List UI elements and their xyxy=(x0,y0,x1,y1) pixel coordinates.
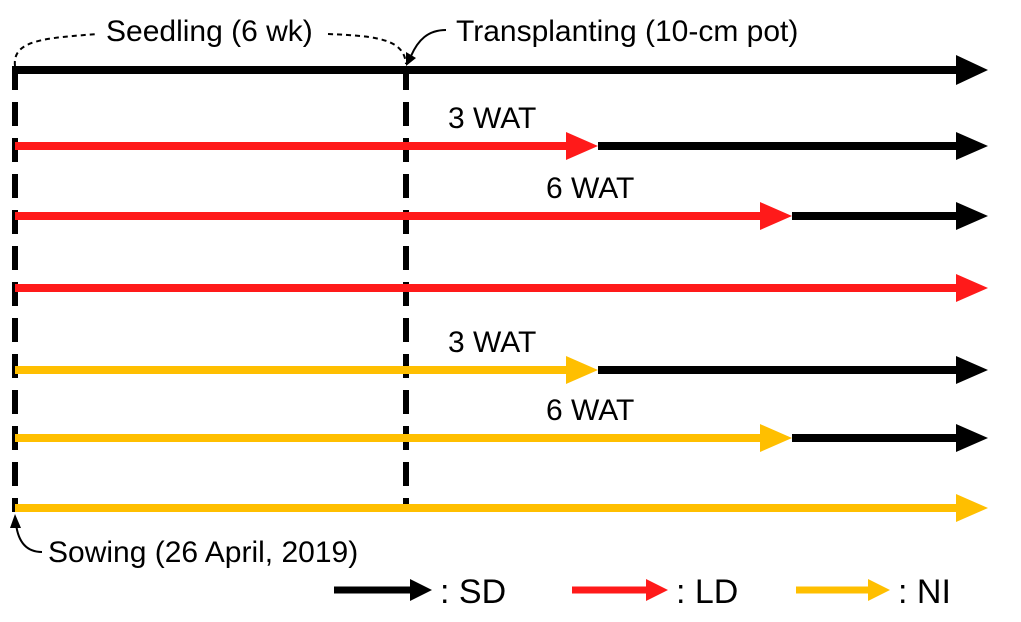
row-5-label: 3 WAT xyxy=(448,326,536,359)
legend-item-ni: : NI xyxy=(796,573,951,611)
legend-item-sd: : SD xyxy=(334,573,506,611)
seedling-label: Seedling (6 wk) xyxy=(106,15,313,48)
row-6: 6 WAT xyxy=(15,394,988,452)
legend-item-ld: : LD xyxy=(572,573,738,611)
legend-label-sd: : SD xyxy=(440,573,506,611)
seedling-brace-right xyxy=(327,33,407,65)
sowing-label: Sowing (26 April, 2019) xyxy=(48,536,358,569)
sowing-pointer-head xyxy=(10,514,21,528)
row-2: 3 WAT xyxy=(15,102,988,160)
legend-label-ld: : LD xyxy=(676,573,738,611)
transplanting-pointer-head xyxy=(406,52,416,66)
transplanting-label: Transplanting (10-cm pot) xyxy=(456,15,798,48)
row-4 xyxy=(15,274,988,302)
legend: : SD : LD : NI xyxy=(334,573,951,611)
transplanting-pointer xyxy=(410,29,447,57)
sowing-pointer xyxy=(15,523,43,553)
row-7 xyxy=(15,494,988,522)
row-2-label: 3 WAT xyxy=(448,102,536,135)
row-1 xyxy=(15,55,988,85)
row-3-label: 6 WAT xyxy=(546,172,634,205)
seedling-brace-left xyxy=(13,33,99,67)
row-5: 3 WAT xyxy=(15,326,988,384)
legend-label-ni: : NI xyxy=(898,573,951,611)
row-6-label: 6 WAT xyxy=(546,394,634,427)
row-3: 6 WAT xyxy=(15,172,988,230)
